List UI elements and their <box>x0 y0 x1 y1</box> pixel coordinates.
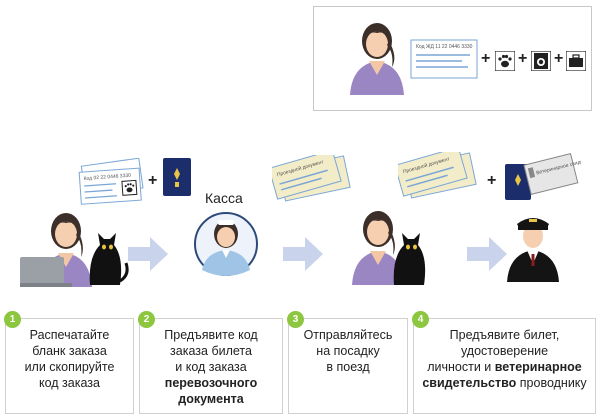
conductor-icon <box>507 218 559 282</box>
arrow-right-icon <box>467 237 507 271</box>
step-2-badge: 2 <box>138 311 155 328</box>
arrow-right-icon <box>283 237 323 271</box>
boarding-passes-icon: Проездной документ <box>398 152 477 199</box>
legend-panel: Код ЖД 11 22 0446 3330 + + + <box>313 6 592 111</box>
step-text-part: или скопируйте <box>24 360 115 374</box>
step-text-part: личности и <box>427 360 495 374</box>
plus-sign: + <box>148 172 158 189</box>
step-3-text: Отправляйтесь на посадку в поезд <box>289 327 407 375</box>
step-text-part: свидетельство <box>422 376 517 390</box>
step-text-part: Предъявите билет, <box>449 328 560 342</box>
step-text-part: в поезд <box>326 360 370 374</box>
passport-icon <box>163 158 191 196</box>
step-1-box: Распечатайте бланк заказа или скопируйте ко… <box>5 318 134 414</box>
step-text-part: и код заказа <box>175 360 247 374</box>
woman-with-cat-icon <box>352 211 426 285</box>
step-text-part: проводнику <box>516 376 587 390</box>
step-3-box: Отправляйтесь на посадку в поезд <box>288 318 408 414</box>
woman-avatar-icon <box>350 23 404 95</box>
cashier-icon <box>194 212 258 276</box>
step-text-part: Отправляйтесь <box>303 328 393 342</box>
plus-sign: + <box>481 50 491 67</box>
step-text-part: заказа билета <box>170 344 252 358</box>
suitcase-icon <box>566 51 586 71</box>
washing-machine-icon <box>531 51 551 71</box>
boarding-passes-icon: Проездной документ <box>272 155 351 202</box>
step-text-part: удостоверение <box>460 344 549 358</box>
step-text-part: код заказа <box>39 376 100 390</box>
step-1-badge: 1 <box>4 311 21 328</box>
step-text-part: перевозочного <box>164 376 258 390</box>
step-text-part: документа <box>178 392 244 406</box>
step-text-part: ветеринарное <box>494 360 582 374</box>
step-4-box: Предъявите билет, удостоверение личности и… <box>413 318 596 414</box>
woman-at-laptop-icon <box>20 213 129 287</box>
passport-and-vet-certificate-icon: Ветеринарное свидетельство <box>505 153 581 200</box>
step-text-part: Распечатайте <box>29 328 110 342</box>
kassa-label: Касса <box>205 190 243 206</box>
arrow-right-icon <box>128 237 168 271</box>
ticket-icon: Код ЖД 11 22 0446 3330 <box>410 39 478 79</box>
plus-sign: + <box>554 50 564 67</box>
paw-icon <box>495 51 515 71</box>
step-4-text: Предъявите билет, удостоверение личности и… <box>414 327 595 391</box>
step-text-part: бланк заказа <box>32 344 107 358</box>
svg-text:Код 02 22 0446 3330: Код 02 22 0446 3330 <box>83 173 131 182</box>
step-text-part: Предъявите код <box>164 328 258 342</box>
step-4-badge: 4 <box>412 311 429 328</box>
step-3-badge: 3 <box>287 311 304 328</box>
step-1-text: Распечатайте бланк заказа или скопируйте ко… <box>6 327 133 391</box>
step-text-part: на посадку <box>316 344 380 358</box>
plus-sign: + <box>518 50 528 67</box>
step-2-text: Предъявите код заказа билета и код заказа п… <box>140 327 282 407</box>
plus-sign: + <box>487 172 497 189</box>
printed-tickets-icon: Код 02 22 0446 3330 <box>78 158 144 205</box>
step-2-box: Предъявите код заказа билета и код заказа п… <box>139 318 283 414</box>
svg-text:Код ЖД 11 22 0446 3330: Код ЖД 11 22 0446 3330 <box>416 44 473 50</box>
